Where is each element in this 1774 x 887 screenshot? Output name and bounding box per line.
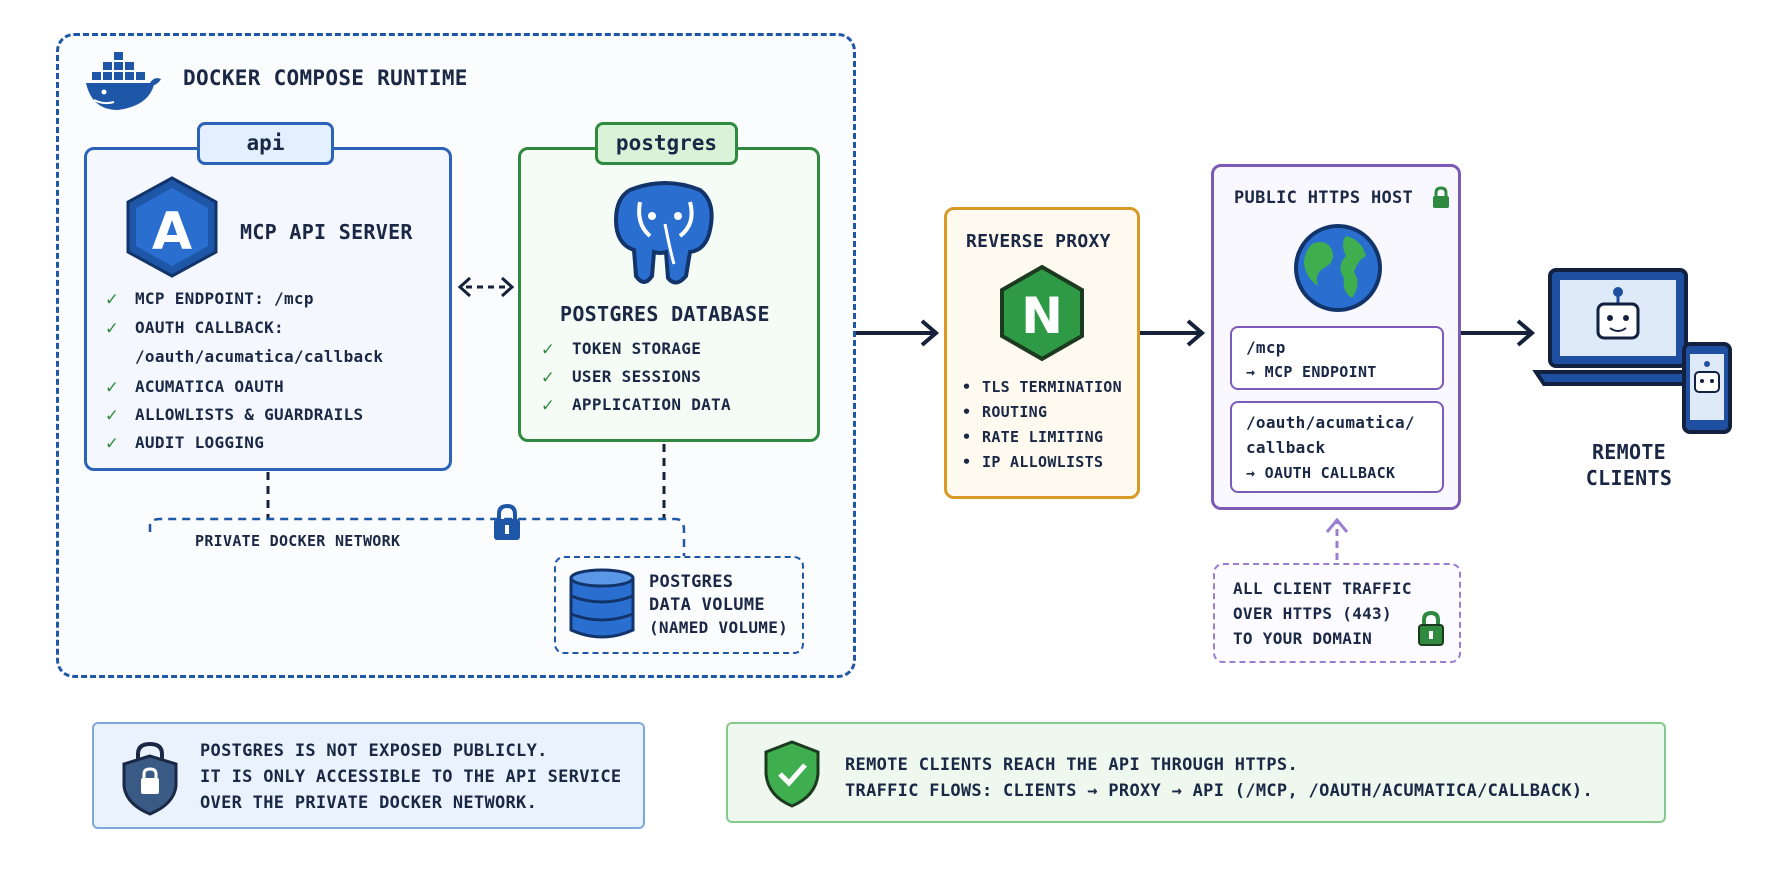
check-icon: ✓ (106, 404, 118, 426)
clients-line-2: CLIENTS (1585, 466, 1673, 490)
api-feature: ALLOWLISTS & GUARDRAILS (135, 405, 364, 424)
traffic-line-2: OVER HTTPS (443) (1233, 604, 1392, 623)
api-feature: MCP ENDPOINT: /mcp (135, 289, 314, 308)
check-icon: ✓ (542, 366, 554, 388)
proxy-item: TLS TERMINATION (982, 378, 1122, 396)
traffic-line-1: ALL CLIENT TRAFFIC (1233, 579, 1412, 598)
route-mcp-target: → MCP ENDPOINT (1246, 363, 1377, 381)
https-flow-note (726, 722, 1666, 823)
shield-check-icon (764, 740, 820, 808)
route-mcp-box (1230, 326, 1444, 390)
postgres-private-note (92, 722, 645, 829)
volume-line-2: DATA VOLUME (649, 595, 765, 615)
check-icon: ✓ (542, 338, 554, 360)
postgres-feature: APPLICATION DATA (572, 395, 731, 414)
route-oauth-path-1: /oauth/acumatica/ (1246, 413, 1415, 432)
api-feature: /oauth/acumatica/callback (135, 347, 384, 366)
postgres-feature: TOKEN STORAGE (572, 339, 702, 358)
client-traffic-box (1213, 563, 1461, 663)
bullet-icon: • (962, 453, 972, 471)
route-oauth-path-2: callback (1246, 438, 1326, 457)
check-icon: ✓ (542, 394, 554, 416)
padlock-icon (1418, 610, 1444, 646)
api-logo-letter: A (152, 202, 192, 262)
traffic-line-3: TO YOUR DOMAIN (1233, 629, 1373, 648)
clients-line-1: REMOTE (1591, 440, 1667, 464)
check-icon: ✓ (106, 317, 118, 339)
route-oauth-target: → OAUTH CALLBACK (1246, 464, 1396, 482)
runtime-title: DOCKER COMPOSE RUNTIME (183, 66, 468, 90)
postgres-service-tab: postgres (595, 122, 738, 165)
proxy-title: REVERSE PROXY (966, 231, 1111, 252)
api-feature: OAUTH CALLBACK: (135, 318, 284, 337)
api-feature: AUDIT LOGGING (135, 433, 265, 452)
host-title: PUBLIC HTTPS HOST (1234, 188, 1414, 208)
api-hexagon-icon: A (126, 176, 218, 278)
postgres-feature: USER SESSIONS (572, 367, 702, 386)
docker-whale-icon (86, 52, 161, 110)
proxy-item: IP ALLOWLISTS (982, 453, 1104, 471)
shield-lock-icon (122, 741, 178, 816)
bullet-icon: • (962, 403, 972, 421)
bullet-icon: • (962, 378, 972, 396)
padlock-icon (494, 503, 520, 540)
https-note-line-1: REMOTE CLIENTS REACH THE API THROUGH HTT… (845, 755, 1298, 775)
proxy-item: ROUTING (982, 403, 1048, 421)
postgres-heading: POSTGRES DATABASE (560, 302, 770, 326)
api-feature: ACUMATICA OAUTH (135, 377, 284, 396)
check-icon: ✓ (106, 376, 118, 398)
bullet-icon: • (962, 428, 972, 446)
proxy-logo-letter: N (1021, 287, 1063, 345)
check-icon: ✓ (106, 288, 118, 310)
volume-line-1: POSTGRES (649, 572, 734, 592)
proxy-item: RATE LIMITING (982, 428, 1104, 446)
globe-icon (1294, 224, 1382, 312)
bidirectional-arrow (457, 276, 515, 298)
api-heading: MCP API SERVER (240, 220, 413, 244)
https-note-line-2: TRAFFIC FLOWS: CLIENTS → PROXY → API (/M… (845, 781, 1593, 801)
database-cylinder-icon (569, 568, 635, 639)
check-icon: ✓ (106, 432, 118, 454)
private-network-label: PRIVATE DOCKER NETWORK (195, 532, 401, 550)
postgres-elephant-icon (613, 181, 714, 285)
postgres-note-line-2: IT IS ONLY ACCESSIBLE TO THE API SERVICE (200, 767, 622, 787)
volume-line-3: (NAMED VOLUME) (649, 618, 789, 637)
nginx-hexagon-icon: N (1000, 264, 1084, 362)
route-mcp-path: /mcp (1246, 338, 1286, 357)
postgres-note-line-3: OVER THE PRIVATE DOCKER NETWORK. (200, 793, 538, 813)
padlock-icon (1433, 186, 1449, 208)
route-oauth-box (1230, 401, 1444, 493)
postgres-note-line-1: POSTGRES IS NOT EXPOSED PUBLICLY. (200, 741, 548, 761)
api-service-tab: api (197, 122, 334, 165)
laptop-robot-icon (1532, 268, 1732, 434)
